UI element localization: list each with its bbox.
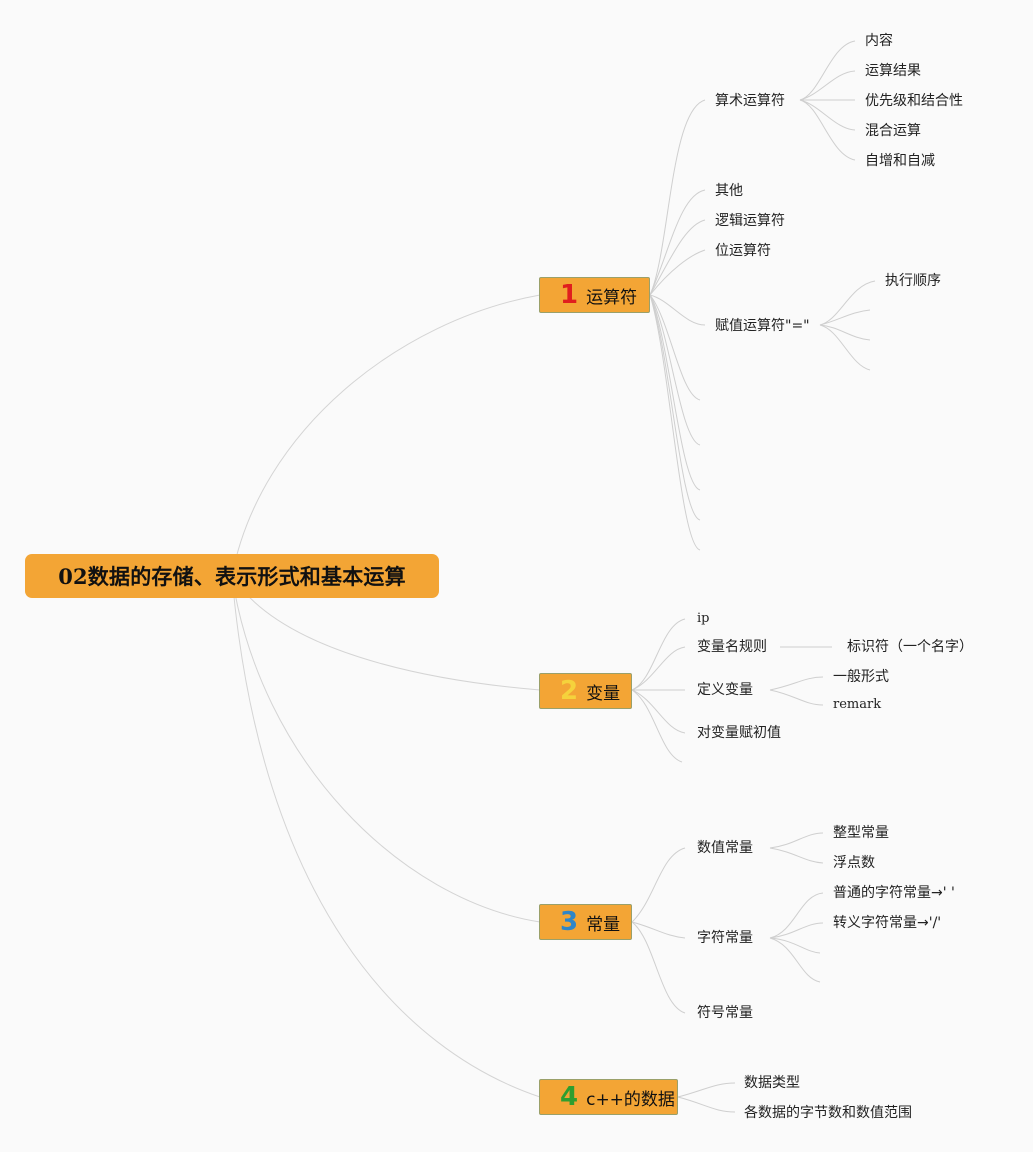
topic-define-variable[interactable]: 定义变量	[697, 682, 753, 698]
connector-root-operators	[231, 294, 541, 577]
number-four-icon: 4	[560, 1082, 579, 1112]
connector-root-cppdata	[231, 575, 541, 1098]
connector-char-c2	[769, 922, 824, 939]
connector-op-empty-2	[649, 294, 701, 446]
connector-var-naming	[631, 646, 686, 691]
branch-variables-label: 变量	[586, 683, 621, 704]
connector-char-c3	[769, 937, 821, 954]
connector-var-empty	[631, 689, 683, 763]
connector-op-empty-4	[649, 294, 701, 521]
connector-var-init	[631, 689, 686, 734]
connector-numeric-c2	[769, 847, 824, 864]
branch-operators-label: 运算符	[586, 287, 638, 308]
topic-arith-result[interactable]: 运算结果	[865, 63, 921, 79]
branch-cpp-data-label: c++的数据	[586, 1089, 675, 1110]
connector-cpp-c2	[677, 1096, 736, 1113]
topic-character-constant[interactable]: 字符常量	[697, 930, 753, 946]
topic-execution-order[interactable]: 执行顺序	[885, 273, 941, 289]
topic-identifier[interactable]: 标识符（一个名字）	[847, 639, 973, 655]
connector-op-other	[649, 189, 706, 296]
connector-op-empty-3	[649, 294, 701, 491]
connector-const-numeric	[631, 847, 686, 923]
connector-op-empty-5	[649, 294, 701, 551]
topic-logic-operators[interactable]: 逻辑运算符	[715, 213, 785, 229]
connector-assign-c2	[819, 309, 871, 326]
connector-op-assign	[649, 294, 706, 326]
topic-float[interactable]: 浮点数	[833, 855, 875, 871]
connector-numeric-c1	[769, 832, 824, 849]
topic-data-types[interactable]: 数据类型	[744, 1075, 800, 1091]
topic-ip[interactable]: ip	[697, 611, 710, 626]
topic-arith-content[interactable]: 内容	[865, 33, 893, 49]
topic-assignment-operator[interactable]: 赋值运算符"="	[715, 318, 810, 334]
connector-op-logic	[649, 219, 706, 296]
topic-other[interactable]: 其他	[715, 183, 743, 199]
topic-symbolic-constant[interactable]: 符号常量	[697, 1005, 753, 1021]
connector-char-c4	[769, 937, 821, 983]
connector-const-symbol	[631, 921, 686, 1014]
branch-constants-label: 常量	[586, 914, 621, 935]
connector-root-constants	[231, 575, 541, 923]
branch-cpp-data[interactable]: 4 c++的数据	[539, 1079, 678, 1115]
number-one-icon: 1	[560, 280, 579, 310]
topic-integer-constant[interactable]: 整型常量	[833, 825, 889, 841]
connector-arith-c4	[799, 99, 856, 131]
number-three-icon: 3	[560, 907, 579, 937]
connector-arith-c2	[799, 70, 856, 101]
connector-root-variables	[231, 575, 541, 691]
connector-arith-c1	[799, 40, 856, 101]
connector-define-c2	[769, 689, 824, 706]
topic-naming-rules[interactable]: 变量名规则	[697, 639, 767, 655]
connector-assign-c1	[819, 280, 876, 326]
root-topic[interactable]: 02数据的存储、表示形式和基本运算	[25, 554, 439, 598]
branch-constants[interactable]: 3 常量	[539, 904, 632, 940]
topic-general-form[interactable]: 一般形式	[833, 669, 889, 685]
connector-assign-c3	[819, 324, 871, 341]
connector-arith-c5	[799, 99, 856, 161]
connector-cpp-c1	[677, 1082, 736, 1098]
number-two-icon: 2	[560, 676, 579, 706]
topic-arith-increment[interactable]: 自增和自减	[865, 153, 935, 169]
topic-arithmetic-operators[interactable]: 算术运算符	[715, 93, 785, 109]
connector-const-character	[631, 921, 686, 939]
topic-remark[interactable]: remark	[833, 697, 882, 712]
topic-initialize-variable[interactable]: 对变量赋初值	[697, 725, 781, 741]
branch-variables[interactable]: 2 变量	[539, 673, 632, 709]
topic-numeric-constant[interactable]: 数值常量	[697, 840, 753, 856]
connector-op-arith	[649, 99, 706, 296]
topic-bitwise-operators[interactable]: 位运算符	[715, 243, 771, 259]
connector-op-bitwise	[649, 249, 706, 296]
topic-arith-mixed[interactable]: 混合运算	[865, 123, 921, 139]
connector-var-ip	[631, 618, 686, 691]
connector-define-c1	[769, 676, 824, 691]
topic-plain-char-constant[interactable]: 普通的字符常量→' '	[833, 885, 955, 901]
branch-operators[interactable]: 1 运算符	[539, 277, 650, 313]
connector-assign-c4	[819, 324, 871, 371]
connector-char-c1	[769, 892, 824, 939]
topic-arith-precedence[interactable]: 优先级和结合性	[865, 93, 963, 109]
connector-op-empty-1	[649, 294, 701, 401]
topic-byte-sizes-ranges[interactable]: 各数据的字节数和数值范围	[744, 1105, 912, 1121]
topic-escape-char-constant[interactable]: 转义字符常量→'/'	[833, 915, 942, 931]
